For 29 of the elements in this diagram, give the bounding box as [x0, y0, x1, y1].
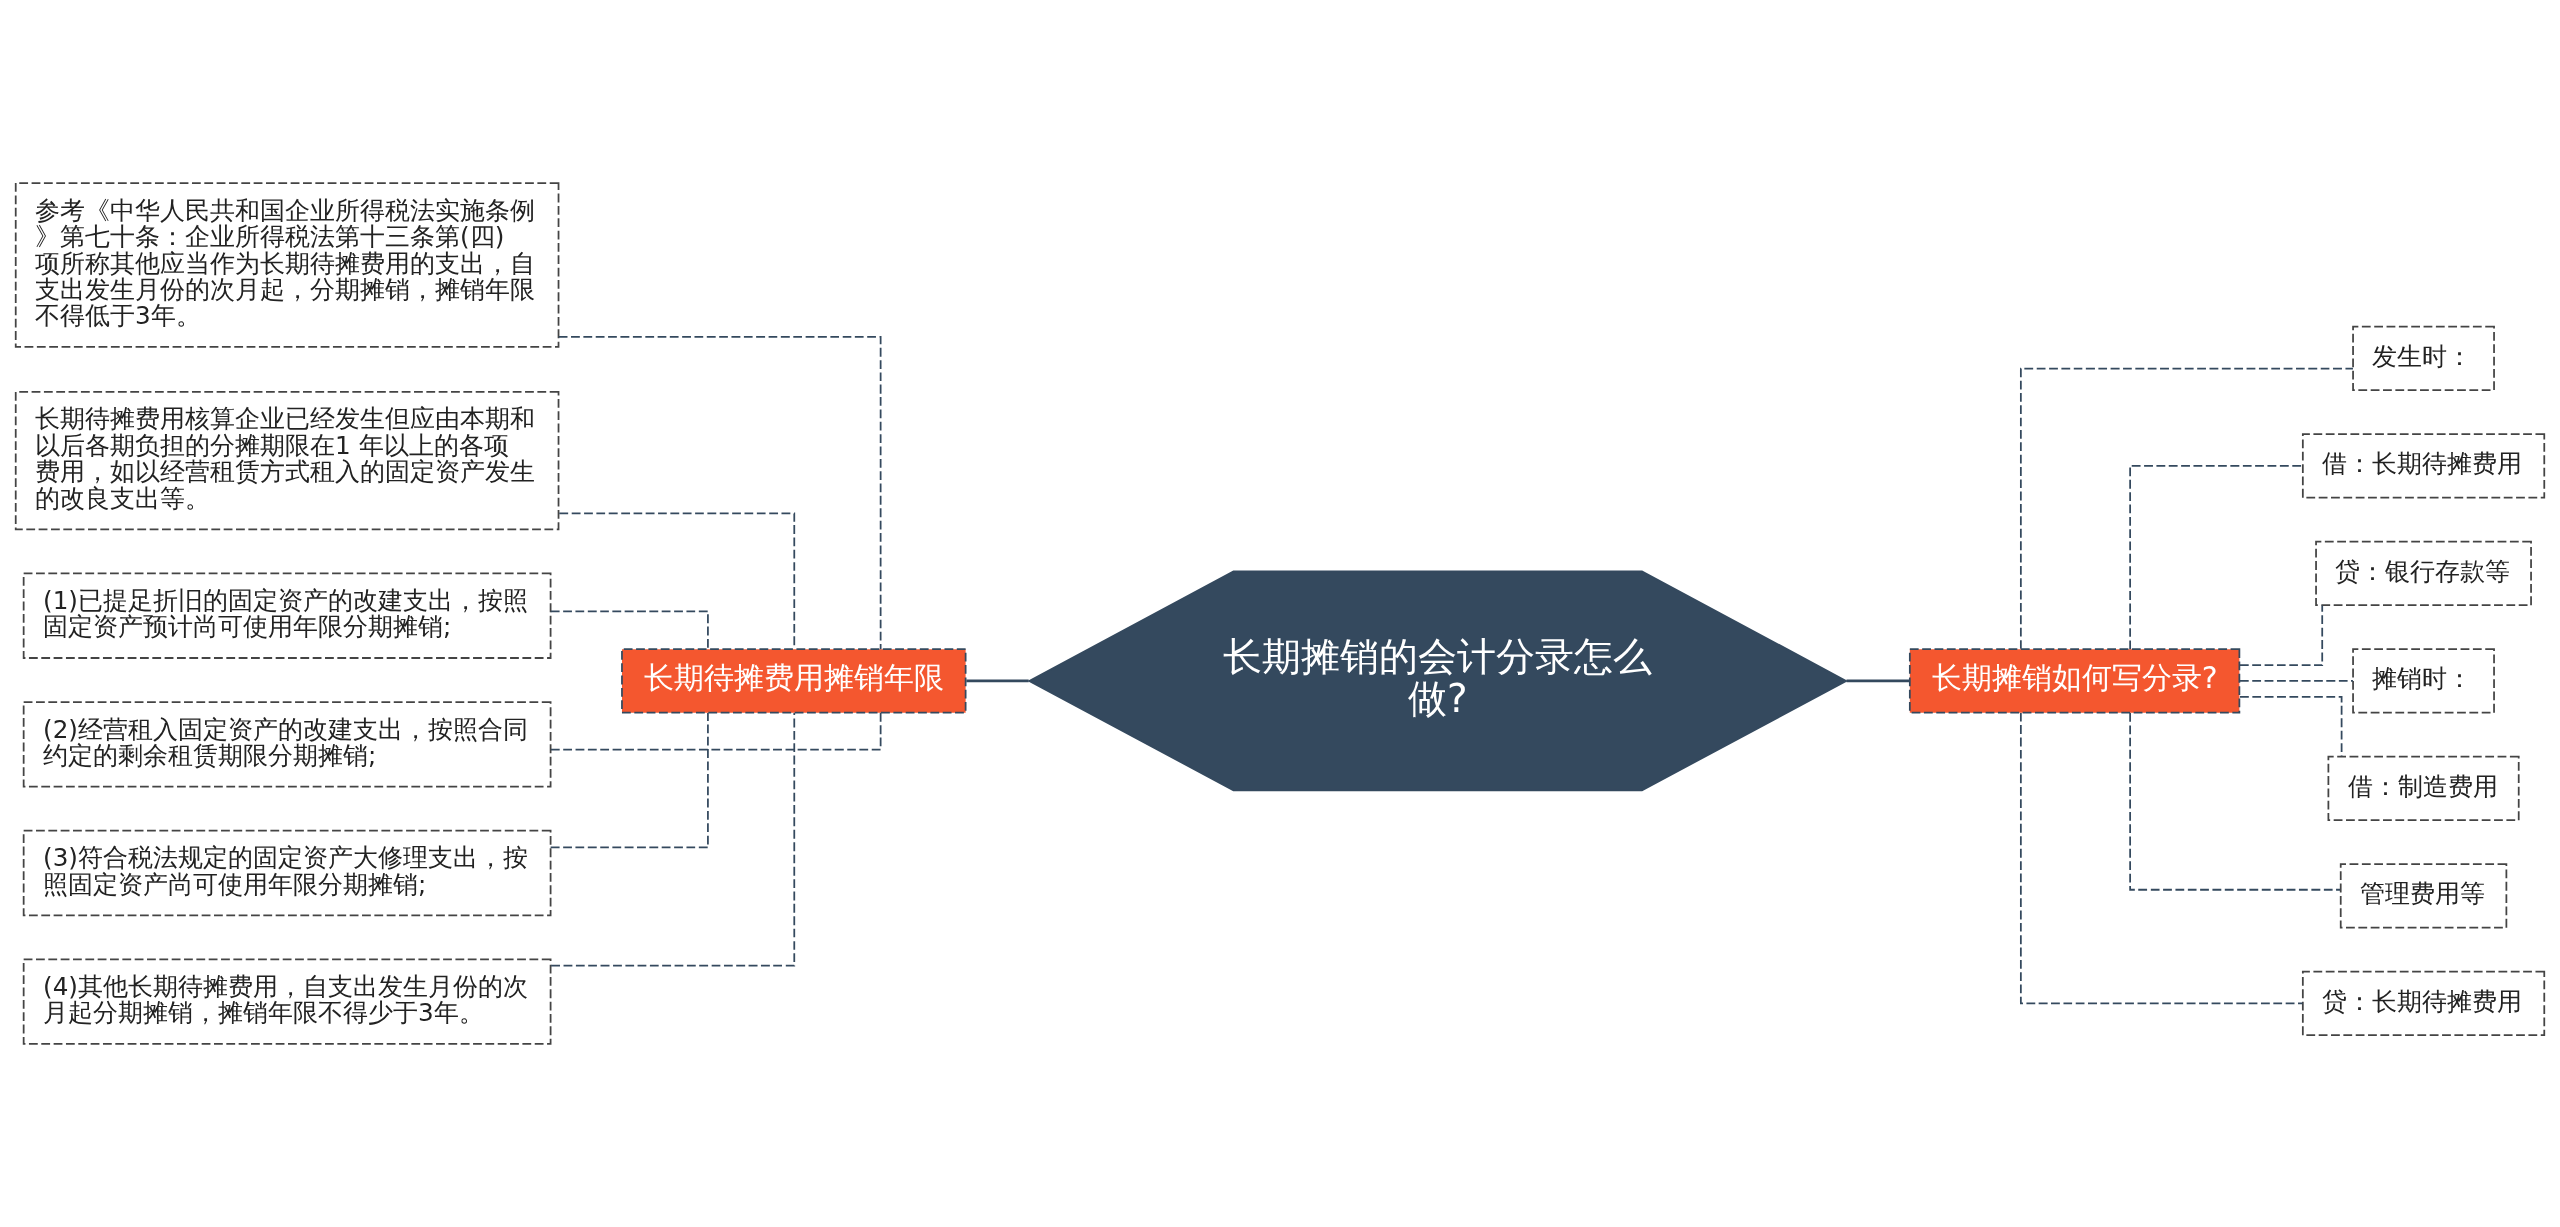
connector	[2239, 695, 2343, 758]
connector	[549, 610, 709, 650]
node-box: 长期待摊费用核算企业已经发生但应由本期和以后各期负担的分摊期限在1 年以上的各项费用，如以经营租赁方式租入的固定资产发生的改良支出等。	[14, 391, 560, 531]
node-box: 贷：长期待摊费用	[2301, 970, 2546, 1037]
node-box: 参考《中华人民共和国企业所得税法实施条例》第七十条：企业所得税法第十三条第(四)项所称其他应当作为长期待摊费用的支出，自支出发生月份的次月起，分期摊销，摊销年限不得低于3年。	[14, 182, 560, 348]
node-box: 发生时：	[2352, 325, 2495, 391]
node-box: (2)经营租入固定资产的改建支出，按照合同约定的剩余租赁期限分期摊销;	[22, 701, 552, 788]
connector	[550, 712, 882, 751]
connector	[1846, 679, 1910, 683]
connector	[2129, 465, 2304, 651]
connector	[2239, 680, 2354, 682]
node-box: 长期摊销如何写分录?	[1908, 648, 2241, 714]
connector	[549, 712, 709, 849]
connector	[2129, 712, 2342, 891]
connector	[2238, 604, 2324, 666]
node-box: (4)其他长期待摊费用，自支出发生月份的次月起分期摊销，摊销年限不得少于3年。	[22, 958, 552, 1045]
node-box: 长期待摊费用摊销年限	[621, 648, 967, 714]
node-box: 摊销时：	[2352, 648, 2495, 714]
node-box: 借：长期待摊费用	[2301, 433, 2546, 499]
connector	[557, 335, 882, 651]
connector	[2019, 367, 2354, 650]
connector	[966, 679, 1029, 683]
node-box: 借：制造费用	[2327, 755, 2520, 821]
node-box: (1)已提足折旧的固定资产的改建支出，按照固定资产预计尚可使用年限分期摊销;	[22, 572, 552, 659]
connector	[2019, 712, 2304, 1005]
node-box: 贷：银行存款等	[2315, 540, 2532, 606]
node-box: (3)符合税法规定的固定资产大修理支出，按照固定资产尚可使用年限分期摊销;	[22, 829, 552, 917]
node-box: 管理费用等	[2339, 863, 2508, 929]
connector	[550, 712, 796, 967]
